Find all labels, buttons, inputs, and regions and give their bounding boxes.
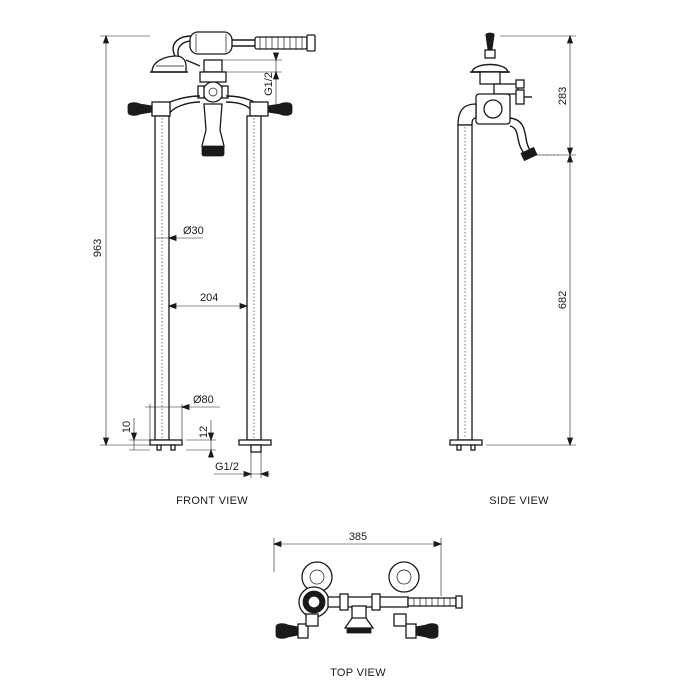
top-view-label: TOP VIEW: [330, 667, 386, 679]
side-view: 283 682 SIDE VIEW: [449, 32, 576, 507]
dim-thread-top: G1/2: [263, 72, 275, 96]
dim-upper-height: 283: [557, 87, 569, 105]
top-view: 385 TOP VIEW: [272, 531, 463, 679]
dim-base-offset: 12: [198, 426, 210, 438]
dim-pipe-diameter: Ø30: [183, 225, 204, 237]
hose-coil: [254, 34, 316, 52]
front-view-label: FRONT VIEW: [176, 495, 248, 507]
front-view: 963: [92, 31, 316, 507]
dim-total-height: 963: [92, 239, 104, 257]
dim-pipe-spacing: 204: [200, 292, 218, 304]
dim-base-diameter: Ø80: [193, 394, 214, 406]
side-view-label: SIDE VIEW: [489, 495, 549, 507]
dim-thread-bottom: G1/2: [215, 461, 239, 473]
dim-spout-height: 682: [557, 291, 569, 309]
dim-base-height: 10: [121, 421, 133, 433]
dim-total-width: 385: [349, 531, 367, 543]
